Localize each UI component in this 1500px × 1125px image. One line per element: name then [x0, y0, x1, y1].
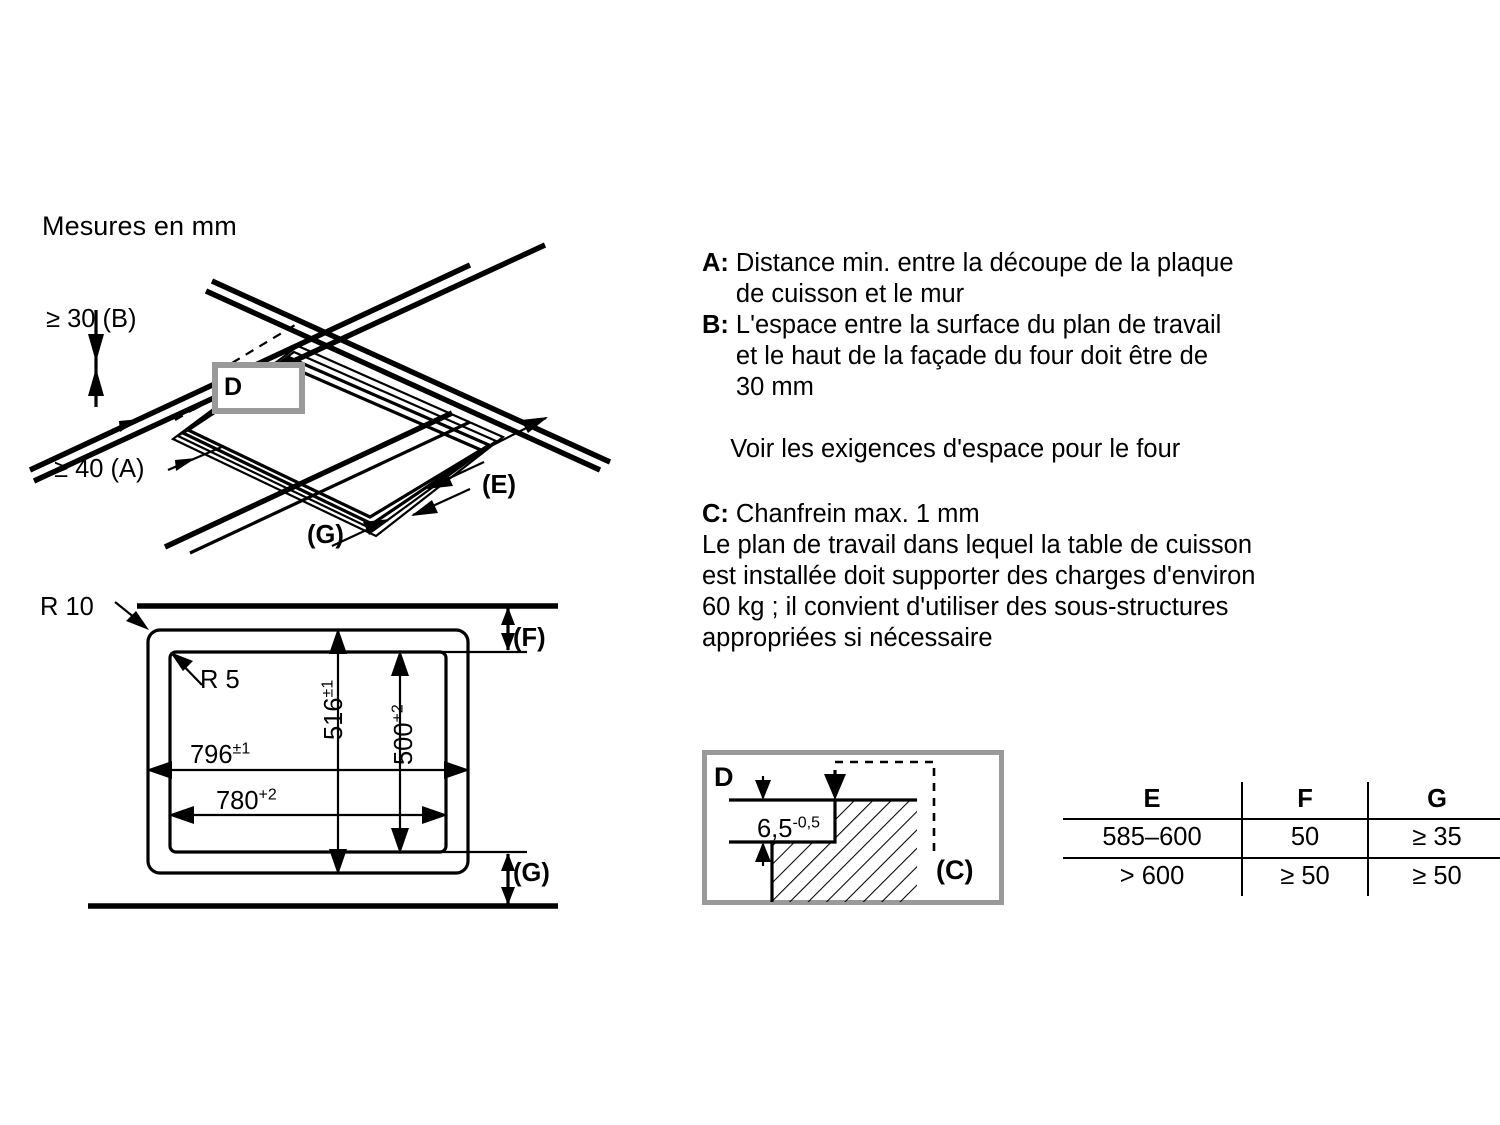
note-c-head: C: Chanfrein max. 1 mm	[702, 499, 1462, 530]
page-title: Mesures en mm	[42, 211, 237, 241]
efg-table-header-row: E F G	[1063, 782, 1500, 820]
note-b-line-2: et le haut de la façade du four doit êtr…	[735, 342, 1209, 370]
efg-header-e: E	[1063, 782, 1243, 820]
label-radius-outer: R 10	[40, 593, 94, 621]
label-width-outer: 796±1	[190, 740, 251, 769]
note-a-key: A:	[702, 249, 729, 277]
efg-cell-e-1: 585–600	[1063, 819, 1243, 859]
label-width-inner: 780+2	[216, 786, 277, 815]
efg-cell-f-1: 50	[1242, 819, 1369, 859]
isometric-worktop-diagram	[28, 242, 612, 555]
note-c-key: C:	[702, 500, 729, 528]
label-radius-inner: R 5	[200, 666, 240, 694]
dimension-516	[329, 628, 347, 875]
efg-table: E F G 585–600 50 ≥ 35 > 600 ≥ 50 ≥ 50	[1063, 782, 1500, 896]
detail-panel-d-title: D	[714, 762, 734, 792]
cutout-plan-diagram	[88, 601, 558, 909]
outer-cutout-rect	[146, 628, 470, 875]
note-c-line-1: Le plan de travail dans lequel la table …	[702, 531, 1253, 559]
note-c-line-4: appropriées si nécessaire	[702, 624, 993, 652]
note-c-line-0: Chanfrein max. 1 mm	[735, 500, 980, 528]
note-b-line-1: L'espace entre la surface du plan de tra…	[735, 311, 1222, 339]
dimension-f-arrow	[501, 607, 515, 651]
efg-header-f: F	[1242, 782, 1369, 820]
efg-table-row: > 600 ≥ 50 ≥ 50	[1063, 858, 1500, 896]
dimension-500	[391, 650, 409, 854]
efg-header-g: G	[1368, 782, 1500, 820]
note-a-line-1: Distance min. entre la découpe de la pla…	[735, 249, 1234, 277]
label-dimension-f: (F)	[513, 624, 546, 652]
leader-r10	[114, 601, 149, 630]
efg-table-row: 585–600 50 ≥ 35	[1063, 819, 1500, 859]
chamfer-callout-arrow	[824, 770, 846, 800]
label-height-outer: 516±1	[319, 679, 349, 740]
efg-cell-f-2: ≥ 50	[1242, 858, 1369, 896]
note-c-line-2: est installée doit supporter des charges…	[702, 562, 1256, 590]
callout-box-d-isometric	[212, 362, 305, 414]
note-c-line-3: 60 kg ; il convient d'utiliser des sous-…	[702, 593, 1229, 621]
worktop-lower-band	[163, 410, 471, 555]
label-dimension-a: ≥ 40 (A)	[54, 455, 145, 483]
dimension-a-arrows	[111, 406, 225, 472]
notes-spacer-2	[702, 465, 1462, 499]
efg-cell-g-2: ≥ 50	[1412, 862, 1462, 890]
dimension-6-5-arrows	[755, 776, 771, 866]
label-dimension-b: ≥ 30 (B)	[46, 305, 137, 333]
label-dimension-g-plan: (G)	[513, 859, 550, 887]
worktop-rear-edge	[204, 278, 612, 473]
note-a: A: Distance min. entre la découpe de la …	[702, 248, 1462, 310]
dimension-b-arrow	[88, 310, 104, 407]
dimension-g-arrow-plan	[501, 853, 515, 905]
note-oven-text: Voir les exigences d'espace pour le four	[730, 435, 1181, 463]
dimension-780	[168, 806, 448, 824]
efg-cell-g-1: ≥ 35	[1368, 819, 1500, 859]
notes-spacer-1	[702, 403, 1462, 434]
label-detail-c: (C)	[936, 855, 974, 885]
detail-d-section-drawing	[729, 760, 936, 902]
worktop-section-outline	[770, 798, 917, 902]
note-a-line-2: de cuisson et le mur	[735, 280, 965, 308]
inner-cutout-rect	[168, 650, 448, 854]
note-b-line-3: 30 mm	[735, 373, 814, 401]
note-c: C: Chanfrein max. 1 mm Le plan de travai…	[702, 499, 1462, 654]
note-oven-key-spacer	[702, 434, 730, 465]
dimension-g-arrow	[331, 519, 390, 547]
label-height-inner: 500+2	[389, 704, 419, 765]
label-dimension-e-iso: (E)	[482, 471, 516, 499]
label-dimension-g-iso: (G)	[307, 521, 344, 549]
leader-r5	[170, 652, 203, 686]
label-detail-depth: 6,5-0,5	[757, 814, 821, 843]
d-callout-leaders	[174, 321, 301, 421]
dimension-796	[146, 761, 470, 779]
hob-outline-dashed	[835, 760, 936, 856]
efg-cell-e-2: > 600	[1063, 858, 1243, 896]
note-b: B: L'espace entre la surface du plan de …	[702, 310, 1462, 403]
callout-box-d-label: D	[224, 373, 243, 401]
note-oven: Voir les exigences d'espace pour le four	[702, 434, 1462, 465]
note-b-key: B:	[702, 311, 729, 339]
dimension-e-arrows	[411, 417, 548, 517]
worktop-section-hatched	[772, 800, 917, 902]
notes-block: A: Distance min. entre la découpe de la …	[702, 248, 1462, 654]
